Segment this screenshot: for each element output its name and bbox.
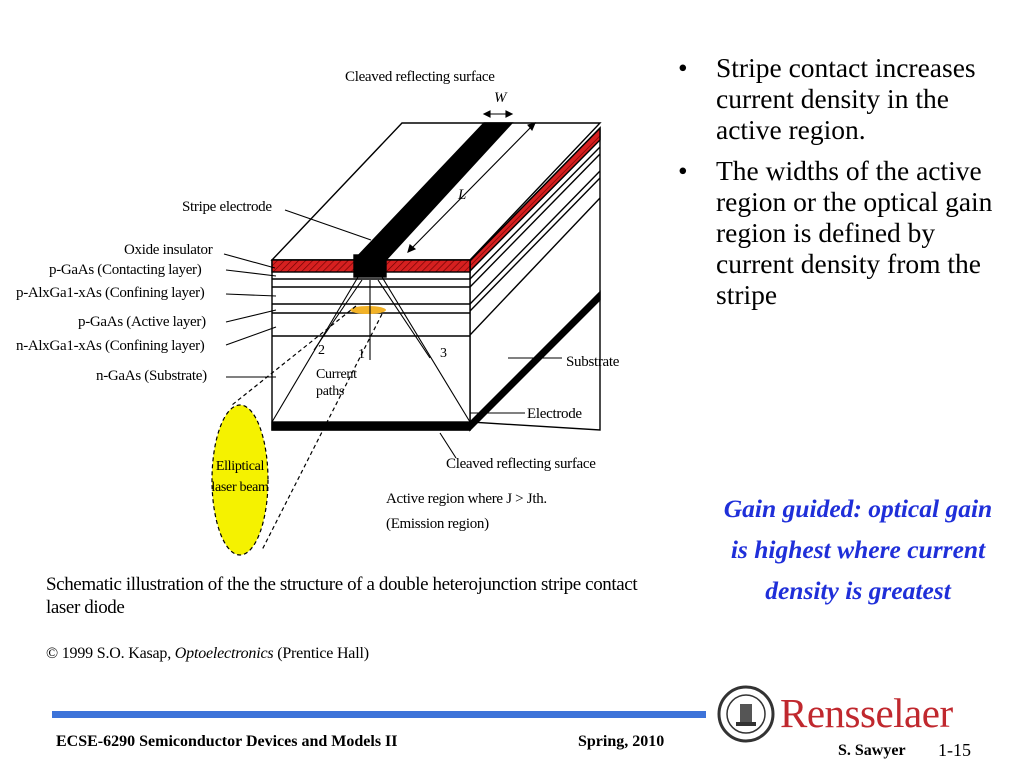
n-gaas-substrate-label: n-GaAs (Substrate) — [96, 368, 207, 384]
credit-book: Optoelectronics — [174, 645, 274, 662]
p-gaas-contact-label: p-GaAs (Contacting layer) — [49, 262, 202, 278]
emission-region-label: (Emission region) — [386, 516, 489, 532]
current-paths-label: Current paths — [316, 367, 357, 399]
active-region — [350, 306, 386, 314]
term-label: Spring, 2010 — [578, 733, 665, 750]
credit-suffix: (Prentice Hall) — [273, 645, 369, 662]
substrate-label: Substrate — [566, 354, 620, 370]
oxide-insulator-label: Oxide insulator — [124, 242, 213, 258]
front-face — [271, 254, 471, 431]
footer-rule — [52, 711, 706, 718]
figure-caption: Schematic illustration of the the struct… — [46, 574, 638, 618]
rensselaer-logo-text: Rensselaer — [780, 690, 953, 736]
bottom-cleaved-surface-label: Cleaved reflecting surface — [446, 456, 596, 472]
laser-diode-diagram — [211, 110, 602, 556]
leader-lines — [223, 209, 562, 459]
bottom-electrode — [271, 421, 471, 431]
credit-prefix: © 1999 S.O. Kasap, — [46, 645, 175, 662]
current-path-lines — [271, 276, 471, 423]
top-cleaved-surface-label: Cleaved reflecting surface — [345, 69, 495, 85]
length-label: L — [458, 187, 467, 203]
current-path-1-label: 1 — [358, 347, 365, 362]
bullet-item: Stripe contact increases current density… — [672, 52, 1012, 145]
current-path-2-label: 2 — [318, 343, 325, 358]
bullet-list: Stripe contact increases current density… — [672, 52, 1012, 320]
stripe-electrode-label: Stripe electrode — [182, 199, 272, 215]
copyright-credit: © 1999 S.O. Kasap, Optoelectronics (Pren… — [46, 645, 369, 663]
active-region-label: Active region where J > Jth. — [386, 491, 547, 507]
gain-guided-highlight: Gain guided: optical gain is highest whe… — [723, 494, 993, 605]
stripe-electrode-front — [353, 254, 387, 278]
slide-number: 1-15 — [938, 740, 971, 760]
dimension-arrows — [407, 110, 536, 253]
n-algaas-confining-label: n-AlxGa1-xAs (Confining layer) — [16, 338, 205, 354]
elliptical-beam-label: Elliptical laser beam — [211, 459, 269, 495]
laser-beam — [211, 404, 269, 556]
author-name: S. Sawyer — [838, 742, 906, 759]
bullet-item: The widths of the active region or the o… — [672, 155, 1012, 310]
p-gaas-active-label: p-GaAs (Active layer) — [78, 314, 206, 330]
width-label: W — [494, 90, 507, 106]
p-algaas-confining-label: p-AlxGa1-xAs (Confining layer) — [16, 285, 205, 301]
electrode-label: Electrode — [527, 406, 582, 422]
current-path-3-label: 3 — [440, 346, 447, 361]
beam-projection — [231, 305, 383, 551]
course-title: ECSE-6290 Semiconductor Devices and Mode… — [56, 733, 398, 750]
rpi-seal-icon — [717, 685, 775, 743]
